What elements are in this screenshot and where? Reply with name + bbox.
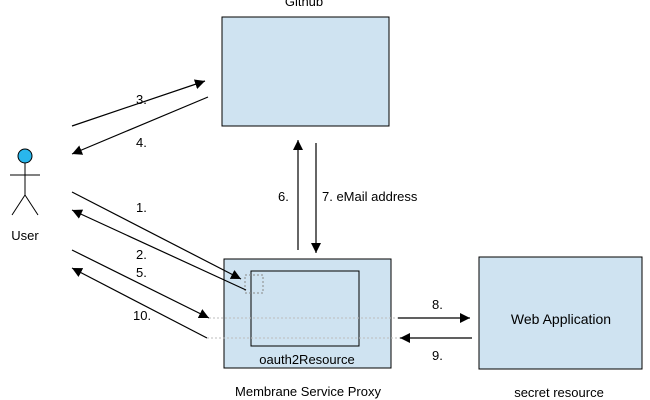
oauth2-resource-box: [250, 270, 360, 347]
arrow-8-label: 8.: [432, 297, 443, 312]
user-head-icon: [17, 148, 33, 164]
arrow-6-label: 6.: [278, 189, 289, 204]
arrow-2: [71, 209, 247, 291]
user-label: User: [11, 228, 39, 243]
arrow-1: [71, 191, 242, 280]
arrow-5-label: 5.: [136, 265, 147, 280]
oauth2-port: [244, 274, 264, 294]
arrow-3: [71, 79, 206, 127]
arrow-10-label: 10.: [133, 308, 151, 323]
proxy-box: [223, 258, 392, 369]
arrow-4-label: 4.: [136, 135, 147, 150]
github-box: [221, 16, 390, 127]
arrow-4: [71, 96, 209, 155]
arrow-1-label: 1.: [136, 200, 147, 215]
arrow-3-label: 3.: [136, 92, 147, 107]
arrow-10: [71, 267, 208, 339]
github-label: Github: [285, 0, 323, 9]
webapp-box: [478, 256, 643, 370]
arrow-9-label: 9.: [432, 348, 443, 363]
arrow-7-label: 7. eMail address: [322, 189, 418, 204]
webapp-caption: secret resource: [514, 385, 604, 400]
webapp-label: Web Application: [511, 311, 611, 327]
user-figure: [10, 148, 40, 216]
arrow-5: [71, 249, 210, 319]
proxy-label: Membrane Service Proxy: [235, 384, 381, 399]
arrow-2-label: 2.: [136, 247, 147, 262]
oauth2-resource-label: oauth2Resource: [259, 352, 354, 367]
